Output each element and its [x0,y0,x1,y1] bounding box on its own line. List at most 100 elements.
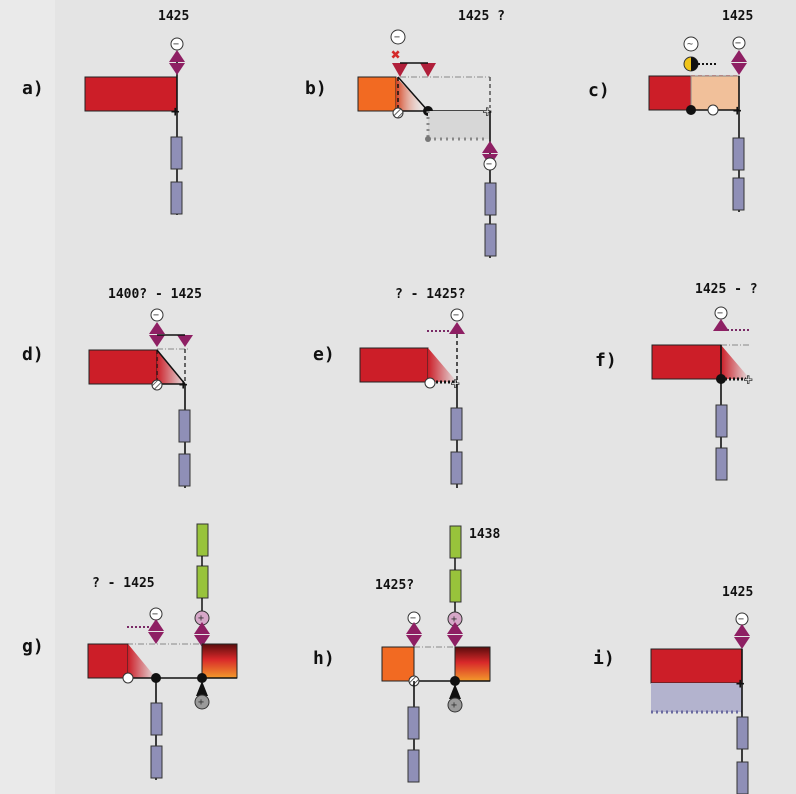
open-circle-icon [424,377,436,389]
black-triangle-icon [449,684,461,699]
person-box [178,453,191,487]
black-triangle-icon [196,681,208,696]
panel-label-c: c) [588,80,610,101]
minus-circle-icon [150,308,164,322]
panel-caption-d: 1400? - 1425 [108,287,202,302]
panel-caption-f: 1425 - ? [695,282,758,297]
panel-caption-b: 1425 ? [458,9,505,24]
svg-text:−: − [153,310,159,321]
tilde-circle-icon [683,36,699,52]
person-box [450,451,463,485]
red-block [359,347,429,383]
svg-text:−: − [738,614,744,625]
green-box [196,523,209,557]
svg-text:−: − [410,613,416,624]
green-box [196,565,209,599]
panel-caption-c: 1425 [722,9,753,24]
red-block [648,75,692,111]
person-box [732,137,745,171]
plus-circle-icon [447,697,463,713]
open-circle-icon [122,672,134,684]
minus-circle-icon [483,157,497,171]
person-box [407,706,420,740]
panel-h: h) 1425? 1438 + − + [313,525,500,783]
grey-area [428,111,490,139]
person-box [484,182,497,216]
orange-block [381,646,415,682]
panel-caption-g: ? - 1425 [92,576,155,591]
panel-label-d: d) [22,344,44,365]
panel-label-h: h) [313,648,335,669]
person-box [170,181,183,215]
triangle-down-icon [149,335,165,347]
plus-circle-icon [194,694,210,710]
panel-a: a) 1425 + − [22,9,189,215]
svg-text:−: − [486,159,492,170]
node-dot [197,673,207,683]
panel-caption-h-2: 1438 [469,527,500,542]
triangle-down-icon [177,335,193,347]
person-box [150,702,163,736]
person-box [170,136,183,170]
person-box [732,177,745,211]
person-box [450,407,463,441]
triangle-up-icon [482,141,498,153]
minus-circle-icon [450,308,464,322]
triangle-down-icon [420,63,436,77]
svg-text:−: − [394,32,400,43]
green-box [449,525,462,559]
panel-caption-i: 1425 [722,585,753,600]
triangle-up-icon [406,622,422,634]
hatched-circle-icon [392,107,404,119]
red-block [84,76,178,112]
panel-g: g) ? - 1425 + − + [22,523,238,780]
svg-text:+: + [451,614,457,625]
svg-text:+: + [198,697,204,708]
plus-marker: + [171,104,179,120]
hatched-circle-icon [151,379,163,391]
orange-block [357,76,397,112]
red-block [87,643,129,679]
panel-f: f) 1425 - ? − + [595,282,758,481]
red-block [650,648,743,684]
triangle-down-icon [406,635,422,647]
minus-circle-icon [390,29,406,45]
person-box [736,716,749,750]
panel-label-g: g) [22,636,44,657]
triangle-down-icon [148,632,164,644]
plus-marker: + [451,376,459,392]
panel-label-a: a) [22,78,44,99]
fading-block [428,348,457,382]
triangle-up-icon [731,50,747,62]
svg-text:−: − [735,38,741,49]
triangle-down-icon [734,637,750,649]
plus-marker: + [733,103,741,119]
triangle-up-icon [449,322,465,334]
triangle-down-icon [194,635,210,647]
plus-marker: + [744,372,752,388]
red-block [651,344,722,380]
triangle-up-icon [713,319,729,331]
panel-label-i: i) [593,648,615,669]
triangle-up-icon [447,622,463,634]
person-box [736,761,749,794]
node-dot [686,105,696,115]
panel-d: d) 1400? - 1425 − + [22,287,202,488]
fire-block [454,646,491,682]
node-dot [450,676,460,686]
person-box [150,745,163,779]
panel-c: c) 1425 ~ − + [588,9,753,212]
triangle-down-icon [169,63,185,75]
person-box [178,409,191,443]
open-circle-icon [707,104,719,116]
svg-text:~: ~ [687,39,693,50]
panel-caption-h: 1425? [375,578,414,593]
person-box [407,749,420,783]
green-box [449,569,462,603]
svg-text:−: − [453,310,459,321]
triangle-up-icon [194,622,210,634]
triangle-up-icon [169,50,185,62]
panel-label-f: f) [595,350,617,371]
triangle-down-icon [392,63,408,77]
